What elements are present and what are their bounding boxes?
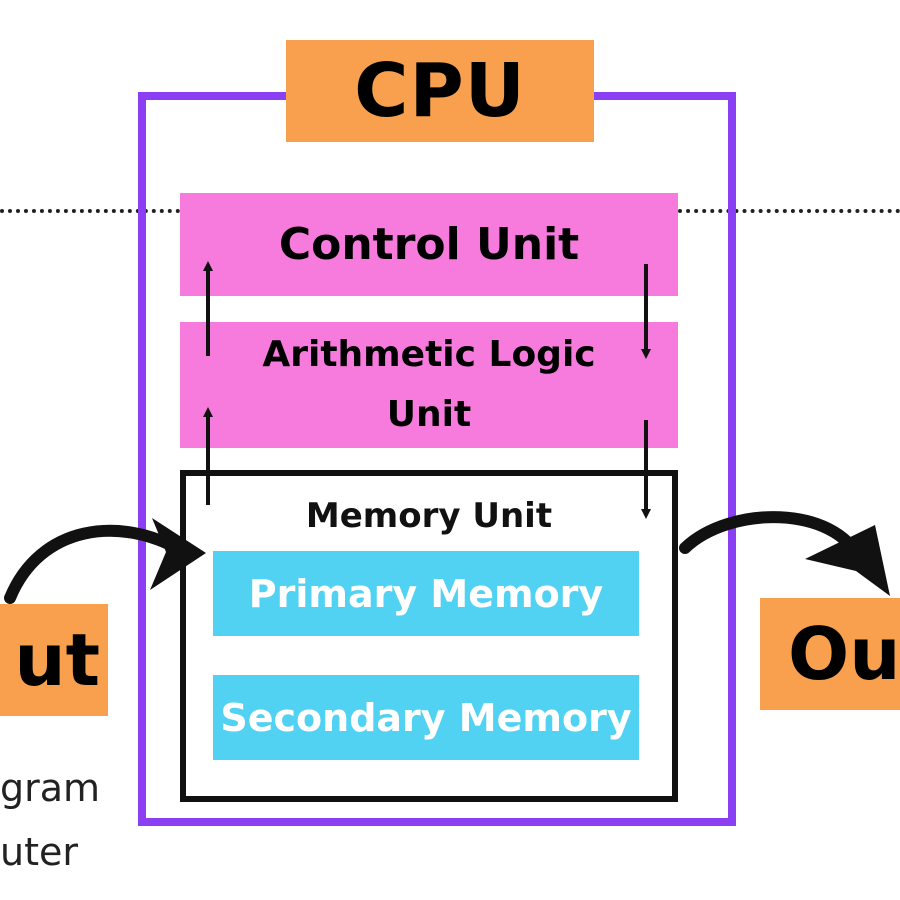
cpu-label: CPU (286, 40, 594, 142)
dotted-divider-right (678, 209, 900, 213)
secondary-memory-box: Secondary Memory (213, 675, 639, 760)
memory-unit-title: Memory Unit (305, 496, 553, 536)
primary-memory-box: Primary Memory (213, 551, 639, 636)
arithmetic-logic-unit-box: Arithmetic Logic Unit (180, 322, 678, 448)
alu-label-line-1: Arithmetic Logic (262, 334, 596, 375)
alu-label-line-2: Unit (386, 394, 472, 435)
output-label: Out (788, 612, 900, 696)
dotted-divider-left (0, 209, 180, 213)
side-note-line-1: gram (0, 766, 101, 810)
control-unit-box: Control Unit (180, 193, 678, 296)
output-box: Out (760, 598, 900, 710)
control-unit-label: Control Unit (278, 219, 580, 270)
output-arrow-head (805, 525, 890, 596)
primary-memory-label: Primary Memory (248, 571, 604, 616)
side-note-line-2: uter (0, 830, 78, 874)
input-box: ut (0, 604, 108, 716)
input-label: ut (14, 618, 100, 702)
secondary-memory-label: Secondary Memory (220, 695, 632, 740)
